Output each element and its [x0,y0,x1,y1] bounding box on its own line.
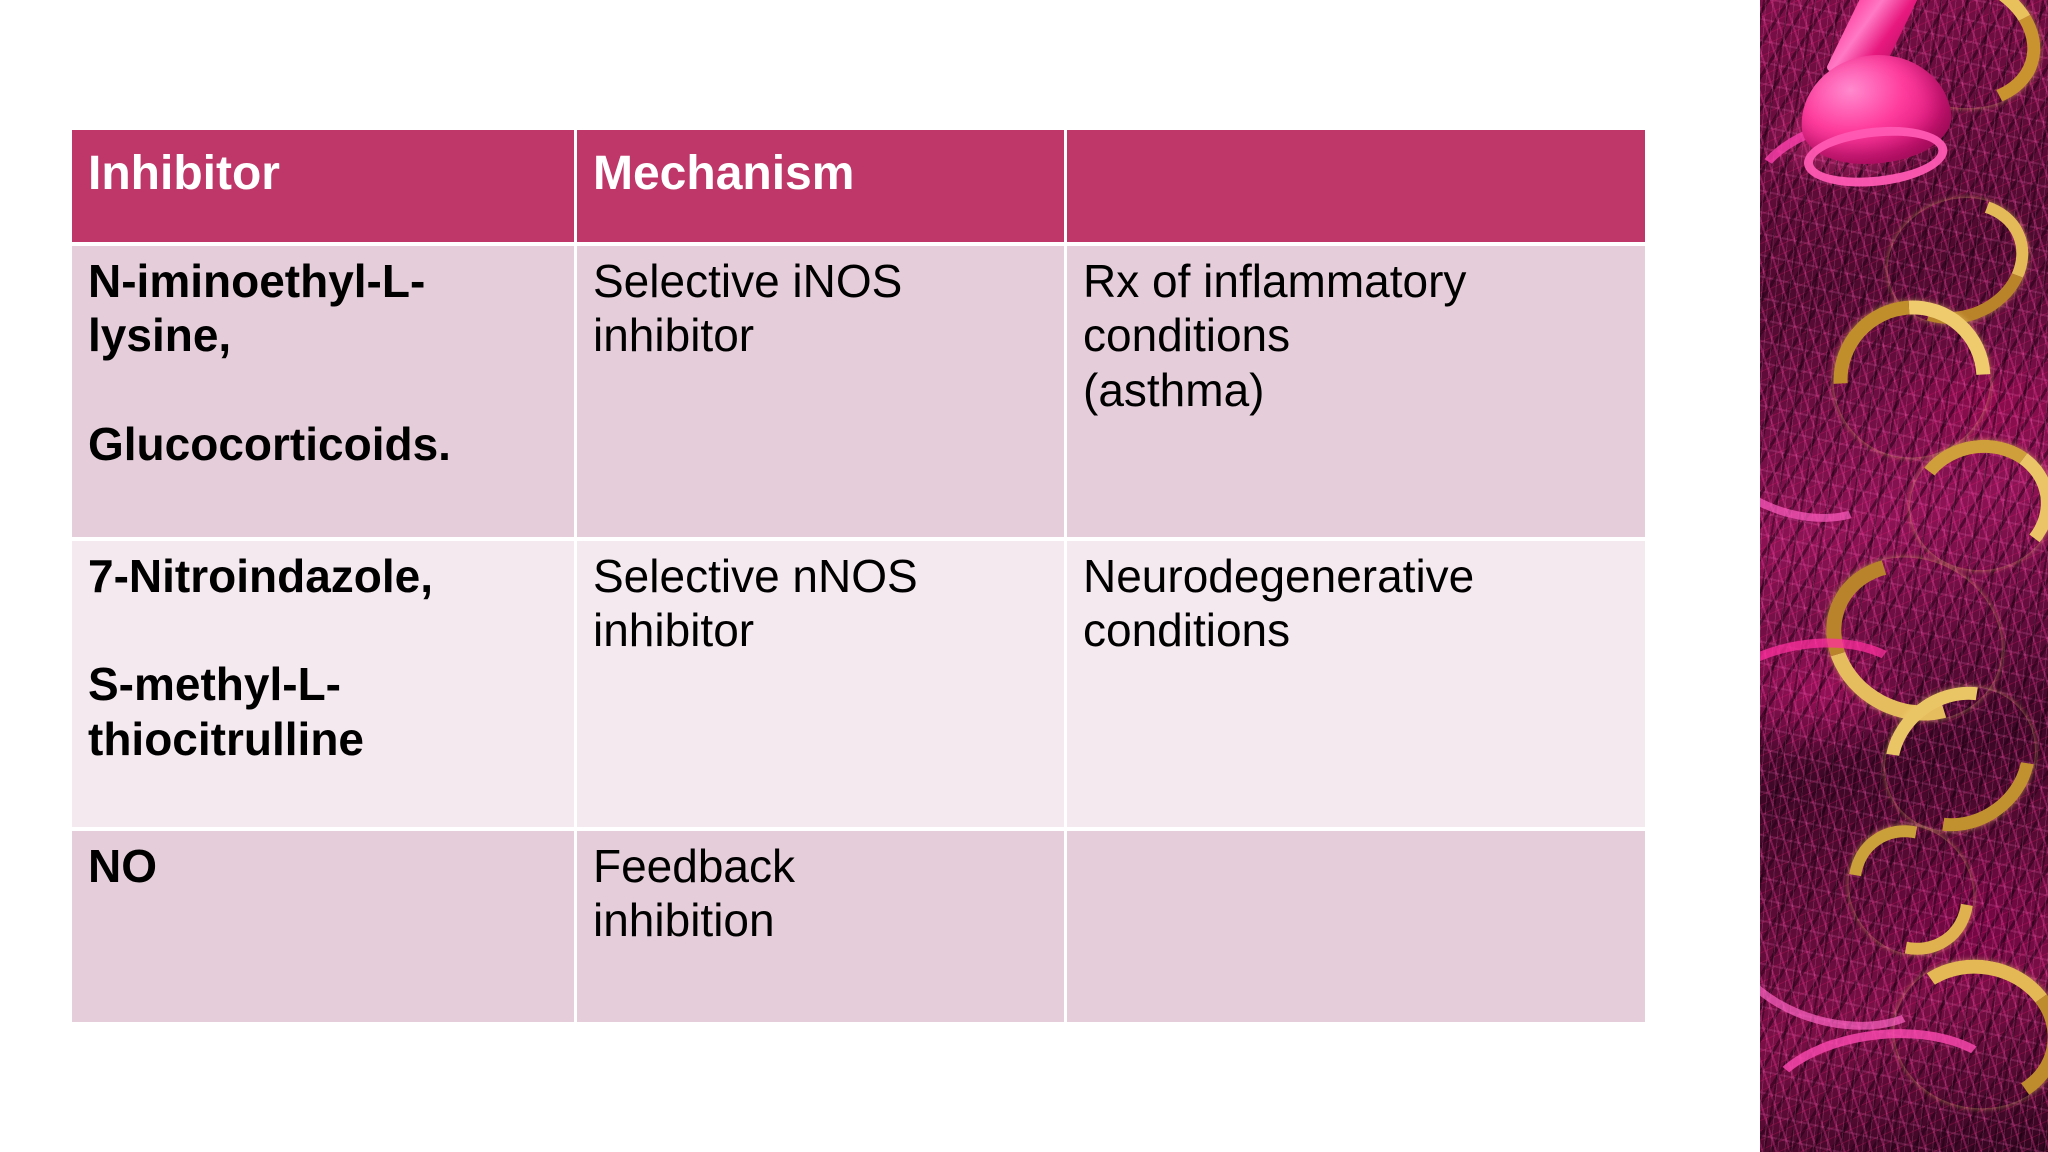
table-body: N-iminoethyl-L- lysine, Glucocorticoids.… [72,242,1645,1022]
column-header-inhibitor: Inhibitor [72,130,577,242]
cell-clinical-use [1067,827,1645,1022]
table-row: 7-Nitroindazole, S-methyl-L- thiocitrull… [72,537,1645,827]
table-row: NO Feedback inhibition [72,827,1645,1022]
cell-line: Glucocorticoids. [88,417,451,470]
cell-line: S-methyl-L- [88,658,341,711]
table-row: N-iminoethyl-L- lysine, Glucocorticoids.… [72,242,1645,537]
cell-line: Feedback [593,840,796,892]
cell-line: lysine, [88,309,232,362]
table-header: Inhibitor Mechanism [72,130,1645,242]
cell-blank-line [88,363,558,417]
cell-inhibitor: N-iminoethyl-L- lysine, Glucocorticoids. [72,242,577,537]
column-header-mechanism: Mechanism [577,130,1067,242]
inhibitor-mechanism-table: Inhibitor Mechanism N-iminoethyl-L- lysi… [72,130,1645,1022]
cell-line: inhibition [593,894,775,947]
cell-clinical-use: Neurodegenerative conditions [1067,537,1645,827]
decorative-tinsel-photo [1760,0,2048,1152]
cell-mechanism: Feedback inhibition [577,827,1067,1022]
cell-line: Selective iNOS [593,255,903,307]
tinsel-strand-texture-secondary [1760,0,2048,1152]
cell-line: inhibitor [593,604,755,657]
column-header-use [1067,130,1645,242]
cell-line: inhibitor [593,309,755,362]
cell-line: NO [88,840,157,892]
cell-line: Neurodegenerative [1083,550,1475,602]
cell-line: 7-Nitroindazole, [88,550,434,602]
cell-mechanism: Selective nNOS inhibitor [577,537,1067,827]
cell-inhibitor: NO [72,827,577,1022]
cell-line: Rx of inflammatory [1083,255,1467,307]
cell-mechanism: Selective iNOS inhibitor [577,242,1067,537]
party-horn-icon [1784,0,1982,199]
cell-clinical-use: Rx of inflammatory conditions (asthma) [1067,242,1645,537]
cell-line: conditions [1083,309,1291,362]
tinsel-strand-texture [1760,0,2048,1152]
cell-line: N-iminoethyl-L- [88,255,426,307]
cell-line: (asthma) [1083,363,1265,416]
cell-line: thiocitrulline [88,712,364,765]
cell-line: Selective nNOS [593,550,918,602]
cell-inhibitor: 7-Nitroindazole, S-methyl-L- thiocitrull… [72,537,577,827]
cell-blank-line [88,603,558,657]
cell-line: conditions [1083,604,1291,657]
table-header-row: Inhibitor Mechanism [72,130,1645,242]
